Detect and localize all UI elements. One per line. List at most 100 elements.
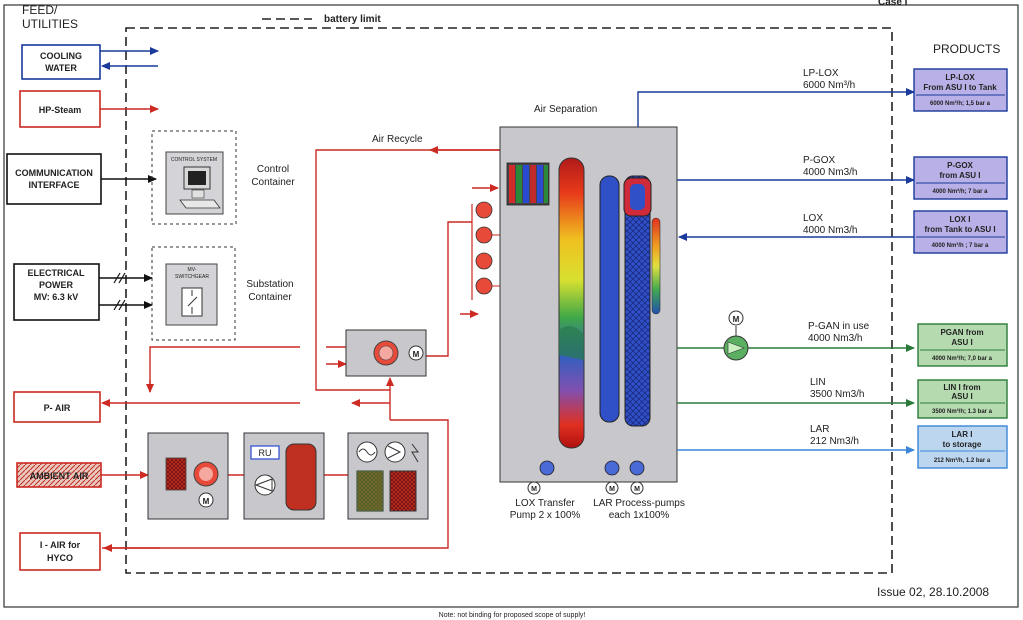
svg-text:ELECTRICAL: ELECTRICAL (28, 268, 85, 278)
control-container-label-2: Container (251, 177, 295, 188)
svg-text:HYCO: HYCO (47, 553, 73, 563)
cooling-water-box: COOLING WATER (21, 44, 101, 80)
air-piping (101, 146, 500, 552)
battery-limit-box (125, 27, 893, 574)
svg-text:6000 Nm³/h: 6000 Nm³/h (803, 80, 855, 91)
svg-text:HP-Steam: HP-Steam (39, 105, 82, 115)
p-air-box: P- AIR (13, 391, 101, 423)
refrigeration-unit: RU (243, 432, 325, 520)
svg-text:P-GOX: P-GOX (947, 161, 973, 170)
svg-text:3500 Nm3/h: 3500 Nm3/h (810, 389, 864, 400)
svg-text:ASU I: ASU I (951, 338, 972, 347)
svg-text:INTERFACE: INTERFACE (28, 180, 79, 190)
svg-text:LP-LOX: LP-LOX (803, 68, 839, 79)
svg-text:212 Nm3/h: 212 Nm3/h (810, 436, 859, 447)
svg-text:M: M (531, 486, 537, 493)
pump-motors: M M M (527, 481, 644, 495)
hp-steam-box: HP-Steam (19, 90, 101, 128)
svg-text:4000 Nm³/h; 7 bar a: 4000 Nm³/h; 7 bar a (932, 188, 988, 195)
svg-text:AMBIENT AIR: AMBIENT AIR (30, 471, 89, 481)
lox-pump-label-1: LOX Transfer (515, 498, 575, 509)
feed-utilities-label: FEED/ (22, 3, 58, 17)
product-box-lin: LIN I from ASU I 3500 Nm³/h; 1.3 bar a (917, 379, 1008, 419)
control-container-box (151, 130, 237, 225)
svg-text:6000 Nm³/h; 1,5 bar a: 6000 Nm³/h; 1,5 bar a (930, 100, 991, 107)
stream-label-p-gan: P-GAN in use 4000 Nm3/h (808, 321, 870, 344)
stream-label-lox: LOX 4000 Nm3/h (803, 213, 857, 236)
note-label: Note: not binding for proposed scope of … (439, 612, 586, 619)
svg-text:M: M (634, 486, 640, 493)
stream-label-lar: LAR 212 Nm3/h (810, 424, 859, 447)
product-box-lp-lox: LP-LOX From ASU I to Tank 6000 Nm³/h; 1,… (913, 68, 1008, 112)
lar-pumps-label-2: each 1x100% (609, 510, 670, 521)
product-box-p-gox: P-GOX from ASU I 4000 Nm³/h; 7 bar a (913, 156, 1008, 200)
ambient-air-box: AMBIENT AIR (16, 462, 102, 488)
svg-text:MV-: MV- (188, 267, 197, 273)
substation-container-label-2: Container (248, 292, 292, 303)
svg-text:LIN I from: LIN I from (943, 383, 980, 392)
air-separation-label: Air Separation (534, 104, 597, 115)
svg-text:3500 Nm³/h; 1.3 bar a: 3500 Nm³/h; 1.3 bar a (932, 408, 993, 415)
svg-text:COOLING: COOLING (40, 51, 82, 61)
case-label: Case I (878, 0, 908, 8)
utilities-label: UTILITIES (22, 17, 78, 31)
svg-text:M: M (609, 486, 615, 493)
svg-text:from ASU I: from ASU I (939, 171, 980, 180)
air-filter-compressor-unit: M (147, 432, 229, 520)
svg-text:MV: 6.3 kV: MV: 6.3 kV (34, 292, 79, 302)
svg-text:M: M (413, 350, 420, 359)
product-box-lox: LOX I from Tank to ASU I 4000 Nm³/h ; 7 … (913, 210, 1008, 254)
substation-container-label-1: Substation (246, 279, 293, 290)
battery-limit-label: battery limit (324, 14, 381, 25)
svg-text:M: M (203, 497, 210, 506)
svg-text:P-GAN in use: P-GAN in use (808, 321, 870, 332)
stream-label-p-gox: P-GOX 4000 Nm3/h (803, 155, 857, 178)
svg-text:CONTROL SYSTEM: CONTROL SYSTEM (171, 157, 217, 163)
recycle-compressor-unit: M (345, 329, 427, 377)
svg-text:LAR: LAR (810, 424, 829, 435)
svg-text:P-GOX: P-GOX (803, 155, 836, 166)
control-system-icon: CONTROL SYSTEM (165, 151, 224, 215)
svg-text:WATER: WATER (45, 63, 77, 73)
control-container-label-1: Control (257, 164, 289, 175)
products-label: PRODUCTS (933, 42, 1000, 56)
substation-container-box (151, 246, 236, 341)
outer-frame (3, 4, 1019, 608)
lar-pumps-label-1: LAR Process-pumps (593, 498, 685, 509)
svg-text:COMMUNICATION: COMMUNICATION (15, 168, 93, 178)
i-air-hyco-box: I - AIR for HYCO (19, 532, 101, 571)
issue-label: Issue 02, 28.10.2008 (877, 585, 989, 599)
svg-text:4000 Nm³/h ; 7 bar a: 4000 Nm³/h ; 7 bar a (932, 242, 989, 249)
svg-text:From ASU I to Tank: From ASU I to Tank (923, 83, 997, 92)
svg-text:LIN: LIN (810, 377, 826, 388)
svg-text:SWITCHGEAR: SWITCHGEAR (175, 274, 209, 280)
svg-text:ASU I: ASU I (951, 392, 972, 401)
svg-text:from Tank to ASU I: from Tank to ASU I (924, 225, 995, 234)
svg-text:4000 Nm3/h: 4000 Nm3/h (803, 225, 857, 236)
svg-text:to storage: to storage (943, 440, 982, 449)
svg-text:LOX: LOX (803, 213, 823, 224)
svg-text:PGAN from: PGAN from (940, 328, 983, 337)
lox-pump-label-2: Pump 2 x 100% (510, 510, 581, 521)
svg-text:4000 Nm3/h: 4000 Nm3/h (808, 333, 862, 344)
svg-text:4000 Nm³/h; 7,0 bar a: 4000 Nm³/h; 7,0 bar a (932, 355, 993, 362)
air-separation-unit (499, 126, 678, 483)
svg-text:4000 Nm3/h: 4000 Nm3/h (803, 167, 857, 178)
product-box-lar: LAR I to storage 212 Nm³/h, 1.2 bar a (917, 425, 1008, 469)
svg-text:212 Nm³/h, 1.2 bar a: 212 Nm³/h, 1.2 bar a (934, 457, 991, 464)
svg-text:M: M (733, 315, 740, 324)
svg-text:LP-LOX: LP-LOX (945, 73, 975, 82)
air-recycle-label: Air Recycle (372, 134, 423, 145)
switchgear-icon: MV- SWITCHGEAR (165, 263, 218, 326)
stream-label-lin: LIN 3500 Nm3/h (810, 377, 864, 400)
product-stream-lines (637, 88, 915, 454)
svg-text:P- AIR: P- AIR (44, 403, 71, 413)
svg-text:I - AIR for: I - AIR for (40, 540, 81, 550)
svg-text:POWER: POWER (39, 280, 74, 290)
stream-label-lp-lox: LP-LOX 6000 Nm³/h (803, 68, 855, 91)
svg-text:LAR I: LAR I (952, 430, 973, 439)
power-line-ticks (113, 272, 126, 311)
svg-text:RU: RU (259, 448, 272, 458)
electrical-power-box: ELECTRICAL POWER MV: 6.3 kV (13, 263, 100, 321)
